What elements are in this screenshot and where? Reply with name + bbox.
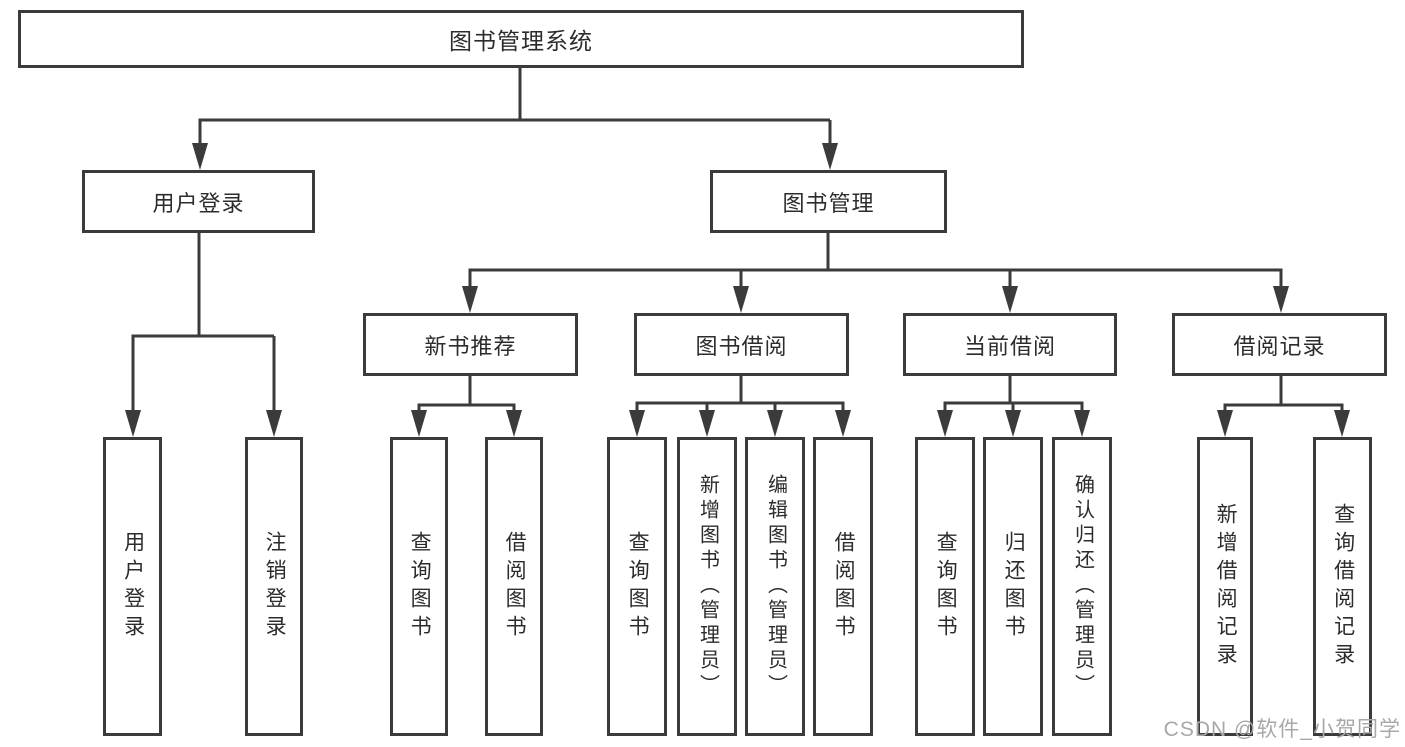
connector-login-to-leaves <box>131 233 276 411</box>
leaf-borrow-edit-book-admin-label: 编辑图书（管理员） <box>764 474 787 699</box>
node-current-borrow-label: 当前借阅 <box>963 333 1056 359</box>
leaf-borrow-add-book-admin-label: 新增图书（管理员） <box>696 474 719 699</box>
connector-record-to-leaves <box>1223 376 1344 411</box>
connector-borrow-to-leaves <box>635 376 845 411</box>
leaf-current-return-book: 归还图书 <box>983 437 1043 736</box>
leaf-user-login: 用户登录 <box>103 437 162 736</box>
leaf-recommend-query-book-label: 查询图书 <box>408 530 432 643</box>
node-book-borrow-label: 图书借阅 <box>695 333 788 359</box>
leaf-record-add: 新增借阅记录 <box>1197 437 1253 736</box>
node-new-book-recommend-label: 新书推荐 <box>424 333 517 359</box>
leaf-record-add-label: 新增借阅记录 <box>1214 502 1238 671</box>
node-new-book-recommend: 新书推荐 <box>363 313 578 376</box>
leaf-borrow-add-book-admin: 新增图书（管理员） <box>677 437 737 736</box>
connector-root-to-level2 <box>198 67 832 144</box>
node-root-system: 图书管理系统 <box>18 10 1024 68</box>
node-root-label: 图书管理系统 <box>449 28 593 54</box>
leaf-current-confirm-return-admin-label: 确认归还（管理员） <box>1071 474 1094 699</box>
connector-mgmt-to-level3 <box>468 233 1283 287</box>
leaf-borrow-query-book: 查询图书 <box>607 437 667 736</box>
node-book-borrow: 图书借阅 <box>634 313 849 376</box>
leaf-recommend-borrow-book: 借阅图书 <box>485 437 543 736</box>
connector-current-to-leaves <box>943 376 1084 411</box>
node-current-borrow: 当前借阅 <box>903 313 1117 376</box>
node-user-login-label: 用户登录 <box>152 190 245 216</box>
leaf-record-query: 查询借阅记录 <box>1313 437 1372 736</box>
leaf-recommend-borrow-book-label: 借阅图书 <box>503 530 527 643</box>
leaf-current-query-book: 查询图书 <box>915 437 975 736</box>
node-book-management-label: 图书管理 <box>782 190 875 216</box>
leaf-current-confirm-return-admin: 确认归还（管理员） <box>1052 437 1112 736</box>
leaf-borrow-query-book-label: 查询图书 <box>626 530 650 643</box>
leaf-recommend-query-book: 查询图书 <box>390 437 448 736</box>
leaf-borrow-borrow-book-label: 借阅图书 <box>832 530 856 643</box>
leaf-logout-label: 注销登录 <box>263 530 287 643</box>
leaf-logout: 注销登录 <box>245 437 303 736</box>
node-book-management: 图书管理 <box>710 170 947 233</box>
arrowheads <box>125 143 1350 437</box>
connector-recommend-to-leaves <box>417 376 516 411</box>
leaf-user-login-label: 用户登录 <box>121 530 145 643</box>
csdn-watermark: CSDN @软件_小贺同学 <box>1163 718 1401 741</box>
node-borrow-record-label: 借阅记录 <box>1233 333 1326 359</box>
node-borrow-record: 借阅记录 <box>1172 313 1387 376</box>
leaf-borrow-edit-book-admin: 编辑图书（管理员） <box>745 437 805 736</box>
node-user-login: 用户登录 <box>82 170 315 233</box>
leaf-borrow-borrow-book: 借阅图书 <box>813 437 873 736</box>
leaf-current-return-book-label: 归还图书 <box>1002 530 1026 643</box>
leaf-current-query-book-label: 查询图书 <box>934 530 958 643</box>
leaf-record-query-label: 查询借阅记录 <box>1331 502 1355 671</box>
